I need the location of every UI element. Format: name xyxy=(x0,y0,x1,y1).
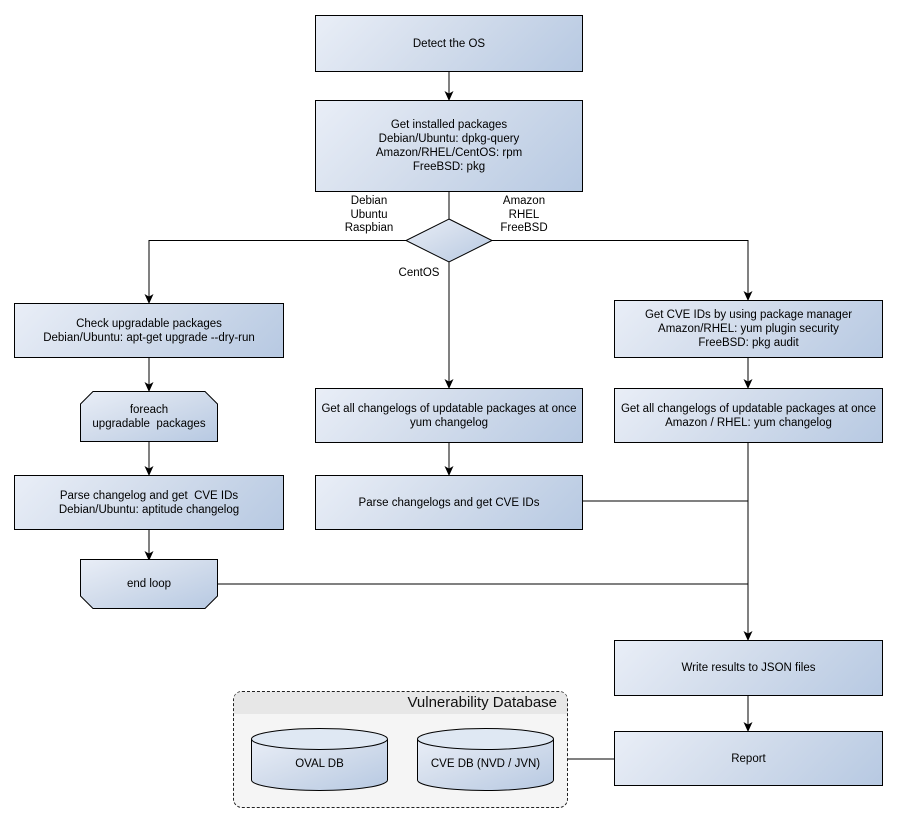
os-decision-diamond xyxy=(404,218,494,263)
node-get-installed-packages: Get installed packages Debian/Ubuntu: dp… xyxy=(315,100,583,192)
node-parse-changelogs-centos: Parse changelogs and get CVE IDs xyxy=(315,475,583,530)
connector-decision-right-branch xyxy=(492,240,753,301)
vulnerability-database-title: Vulnerability Database xyxy=(234,692,567,714)
node-report: Report xyxy=(614,731,883,786)
loop-start-label: foreach upgradable packages xyxy=(92,403,206,430)
node-get-changelogs-centos: Get all changelogs of updatable packages… xyxy=(315,388,583,443)
decision-label-debian-branch: Debian Ubuntu Raspbian xyxy=(344,195,394,234)
oval-db-label: OVAL DB xyxy=(295,757,344,770)
node-get-changelogs-amazon-rhel: Get all changelogs of updatable packages… xyxy=(614,388,883,443)
database-cylinder-icon xyxy=(417,728,554,791)
loop-end-shape xyxy=(80,559,218,609)
node-get-cve-ids-package-manager: Get CVE IDs by using package manager Ama… xyxy=(614,300,883,358)
node-write-results-json: Write results to JSON files xyxy=(614,640,883,696)
node-parse-changelog-debian: Parse changelog and get CVE IDs Debian/U… xyxy=(14,475,284,530)
cve-db-label: CVE DB (NVD / JVN) xyxy=(430,757,541,770)
loop-start-shape xyxy=(80,391,218,442)
node-check-upgradable-packages: Check upgradable packages Debian/Ubuntu:… xyxy=(14,303,284,358)
vulnerability-database-container: Vulnerability Database OVAL DB CVE DB (N… xyxy=(233,691,568,808)
database-cylinder-icon xyxy=(251,728,388,791)
node-foreach-loop-start: foreach upgradable packages xyxy=(80,391,218,442)
connector-decision-left-branch xyxy=(144,240,406,304)
loop-end-label: end loop xyxy=(126,578,172,590)
node-end-loop: end loop xyxy=(80,559,218,609)
node-oval-db: OVAL DB xyxy=(251,728,388,791)
node-cve-db: CVE DB (NVD / JVN) xyxy=(417,728,554,791)
decision-label-centos-branch: CentOS xyxy=(398,267,440,279)
decision-label-amazon-branch: Amazon RHEL FreeBSD xyxy=(500,195,548,234)
node-detect-os: Detect the OS xyxy=(315,15,583,72)
